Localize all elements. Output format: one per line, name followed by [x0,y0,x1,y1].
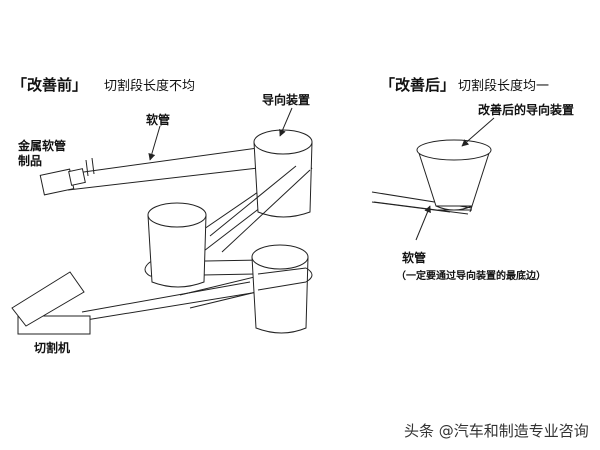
before-header: 「改善前」 [12,76,88,94]
metal-hose-product-shape [39,157,95,196]
hose-front-segments [144,165,313,291]
cutting-machine-shape [11,271,91,335]
cutter-label: 切割机 [34,341,71,355]
before-guide-label: 导向装置 [262,93,311,107]
after-hose-label: 软管 [402,251,427,265]
after-guide-label: 改善后的导向装置 [478,103,575,117]
guide-cylinder-middle [147,202,207,288]
arrow-guide-before [279,107,293,137]
guide-cylinder-bottom [251,244,309,334]
watermark-text: 头条 @汽车和制造专业咨询 [404,422,589,440]
arrow-hose-before [148,125,161,161]
arrow-guide-after [461,117,495,147]
product-label-line1: 金属软管 [18,139,67,153]
after-subtitle: 切割段长度均一 [458,79,550,94]
after-header: 「改善后」 [380,76,456,94]
arrow-hose-after [415,205,431,241]
product-label-line2: 制品 [18,154,43,168]
before-subtitle: 切割段长度不均 [104,79,196,94]
improved-guide-shape [371,139,492,215]
before-hose-label: 软管 [146,113,171,127]
after-note: （一定要通过导向装置的最底边） [396,271,546,282]
guide-cylinder-top [253,129,313,218]
